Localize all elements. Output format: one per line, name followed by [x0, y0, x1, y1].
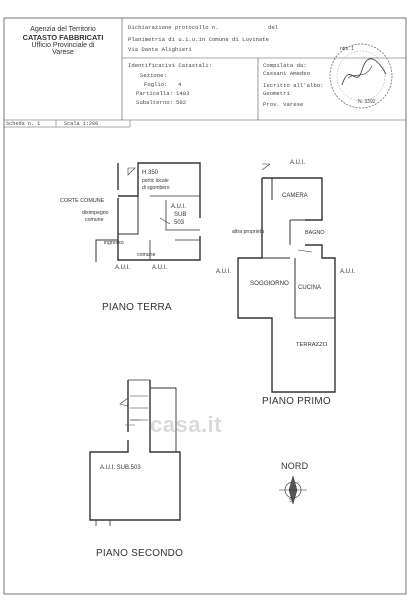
pt-sgombero: di sgombero: [142, 185, 170, 191]
particella-label: Particella:: [136, 90, 173, 97]
pp-aui-top: A.U.I.: [290, 160, 306, 166]
compilata-value: Cassani Amedeo: [263, 70, 310, 77]
sheet-frame: [3, 17, 407, 595]
pt-corte-comune: CORTE COMUNE: [60, 198, 105, 204]
protocol-del: del: [268, 24, 279, 31]
scheda-label: Scheda n. 1: [6, 121, 41, 127]
pt-aui-right: A.U.I.: [152, 265, 168, 271]
id-title: Identificativi Catastali:: [128, 62, 212, 69]
plan-piano-secondo: [89, 379, 181, 526]
foglio-label: Foglio:: [144, 81, 168, 88]
pp-aui-right: A.U.I.: [340, 269, 356, 275]
plan-piano-terra: [95, 162, 201, 262]
title-piano-secondo: PIANO SECONDO: [96, 548, 184, 559]
pt-portico: portic locale: [142, 178, 169, 184]
sezione-label: Sezione:: [140, 72, 167, 79]
pt-comune2: comune: [137, 252, 156, 258]
pt-disimpegno: disimpegno: [82, 210, 109, 216]
iscritto-value: Geometri: [263, 90, 290, 97]
scala-label: Scala 1:200: [64, 121, 99, 127]
protocol-label: Dichiarazione protocollo n.: [128, 24, 219, 31]
north-arrow: [279, 475, 307, 505]
compilata-label: Compilata da:: [263, 62, 307, 69]
pp-altra-proprieta: altra proprietà: [232, 229, 265, 235]
particella-value: 1483: [176, 90, 190, 97]
agency-block: Agenzia del Territorio CATASTO FABBRICAT…: [14, 26, 112, 56]
pp-soggiorno: SOGGIORNO: [250, 280, 289, 287]
address-text: Via Dante Alighieri: [128, 46, 192, 53]
subalterno-label: Subalterno:: [136, 99, 173, 106]
prov-label: Prov. Varese: [263, 101, 304, 108]
title-piano-terra: PIANO TERRA: [102, 302, 172, 313]
pt-ingresso: ingresso: [104, 240, 124, 246]
signature: [341, 58, 387, 86]
pp-bagno: BAGNO: [305, 230, 325, 236]
ufficio-line: Ufficio Provinciale di: [31, 42, 95, 49]
title-piano-primo: PIANO PRIMO: [262, 396, 331, 407]
pp-cucina: CUCINA: [298, 285, 322, 291]
north-label: NORD: [281, 461, 309, 471]
plan-piano-primo: [237, 163, 336, 393]
stamp-seal: [329, 43, 393, 109]
watermark: casa.it: [150, 412, 222, 437]
pt-sub: SUB: [174, 212, 187, 218]
ps-aui-sub: A.U.I. SUB.503: [100, 465, 141, 471]
pt-comune: comune: [85, 217, 104, 223]
pt-aui-sub: A.U.I.: [171, 204, 187, 210]
foglio-value: 4: [178, 81, 182, 88]
pt-aui-left: A.U.I.: [115, 265, 131, 271]
stamp-small-text: ntm. 1: [340, 46, 354, 52]
pp-camera: CAMERA: [282, 193, 308, 199]
pp-terrazzo: TERRAZZO: [296, 342, 328, 348]
pt-h350: H 350: [142, 170, 159, 176]
north-letter: S: [289, 498, 294, 504]
stamp-number: N. 3392: [358, 99, 376, 105]
catasto-title: CATASTO FABBRICATI: [22, 33, 104, 42]
province-name: Varese: [52, 49, 74, 56]
planimetria-text: Planimetria di u.i.u.in Comune di Luvina…: [128, 36, 269, 43]
iscritto-label: Iscritto all'albo:: [263, 82, 324, 89]
pt-sub-num: 503: [174, 220, 185, 226]
subalterno-value: 502: [176, 99, 187, 106]
agency-name: Agenzia del Territorio: [30, 26, 96, 33]
pp-aui-left: A.U.I.: [216, 269, 232, 275]
